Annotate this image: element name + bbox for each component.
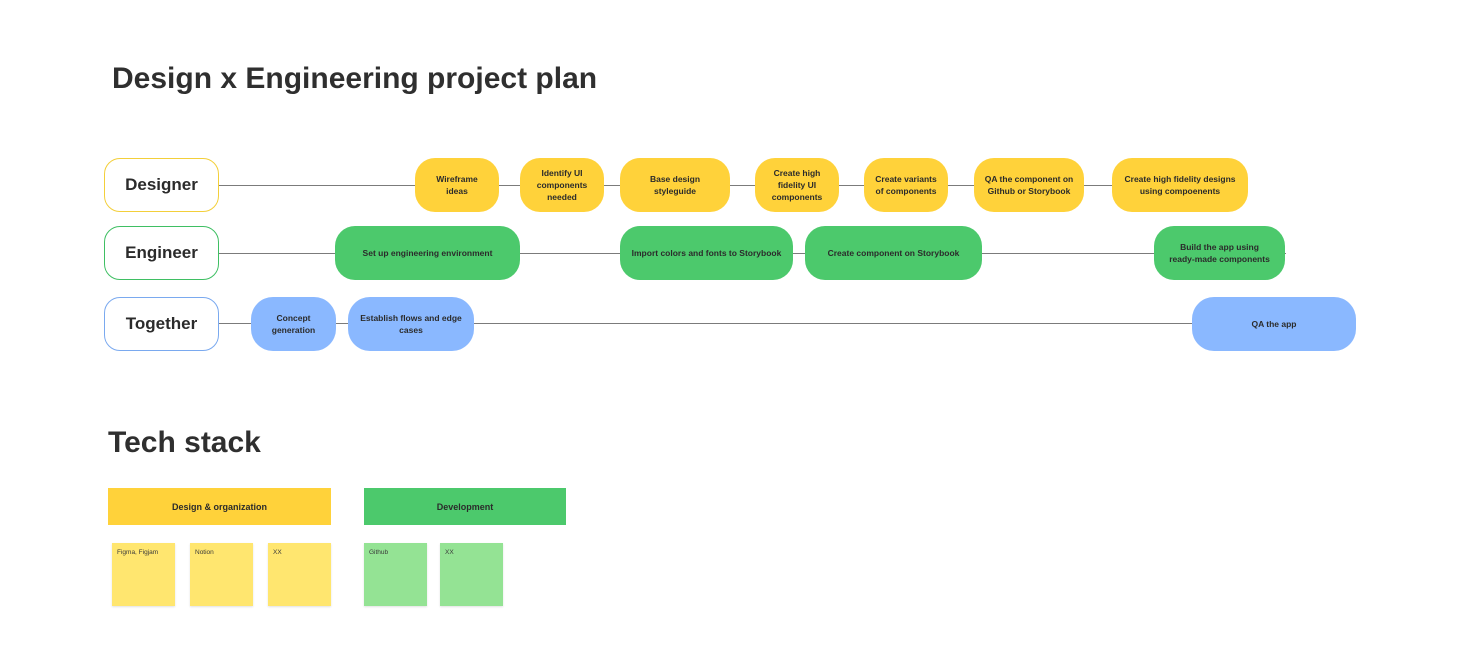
task-create-hifi-ui-components[interactable]: Create high fidelity UI components bbox=[755, 158, 839, 212]
sticky-note[interactable]: XX bbox=[268, 543, 331, 606]
sticky-note[interactable]: Notion bbox=[190, 543, 253, 606]
task-concept-generation[interactable]: Concept generation bbox=[251, 297, 336, 351]
task-create-component-storybook[interactable]: Create component on Storybook bbox=[805, 226, 982, 280]
role-together[interactable]: Together bbox=[104, 297, 219, 351]
task-import-colors-fonts[interactable]: Import colors and fonts to Storybook bbox=[620, 226, 793, 280]
role-designer[interactable]: Designer bbox=[104, 158, 219, 212]
stack-title: Tech stack bbox=[108, 426, 261, 459]
task-qa-component[interactable]: QA the component on Github or Storybook bbox=[974, 158, 1084, 212]
sticky-note[interactable]: Figma, Figjam bbox=[112, 543, 175, 606]
task-setup-engineering-env[interactable]: Set up engineering environment bbox=[335, 226, 520, 280]
task-wireframe-ideas[interactable]: Wireframe ideas bbox=[415, 158, 499, 212]
stack-group-design-organization[interactable]: Design & organization bbox=[108, 488, 331, 525]
task-build-app[interactable]: Build the app using ready-made component… bbox=[1154, 226, 1285, 280]
task-identify-ui-components[interactable]: Identify UI components needed bbox=[520, 158, 604, 212]
sticky-note[interactable]: Github bbox=[364, 543, 427, 606]
plan-title: Design x Engineering project plan bbox=[112, 62, 598, 95]
task-qa-the-app[interactable]: QA the app bbox=[1192, 297, 1356, 351]
sticky-note[interactable]: XX bbox=[440, 543, 503, 606]
designer-lane-line bbox=[218, 185, 1248, 186]
together-lane-line bbox=[218, 323, 1356, 324]
task-create-hifi-designs[interactable]: Create high fidelity designs using compo… bbox=[1112, 158, 1248, 212]
stack-group-development[interactable]: Development bbox=[364, 488, 566, 525]
task-create-variants[interactable]: Create variants of components bbox=[864, 158, 948, 212]
role-engineer[interactable]: Engineer bbox=[104, 226, 219, 280]
task-establish-flows[interactable]: Establish flows and edge cases bbox=[348, 297, 474, 351]
task-base-design-styleguide[interactable]: Base design styleguide bbox=[620, 158, 730, 212]
